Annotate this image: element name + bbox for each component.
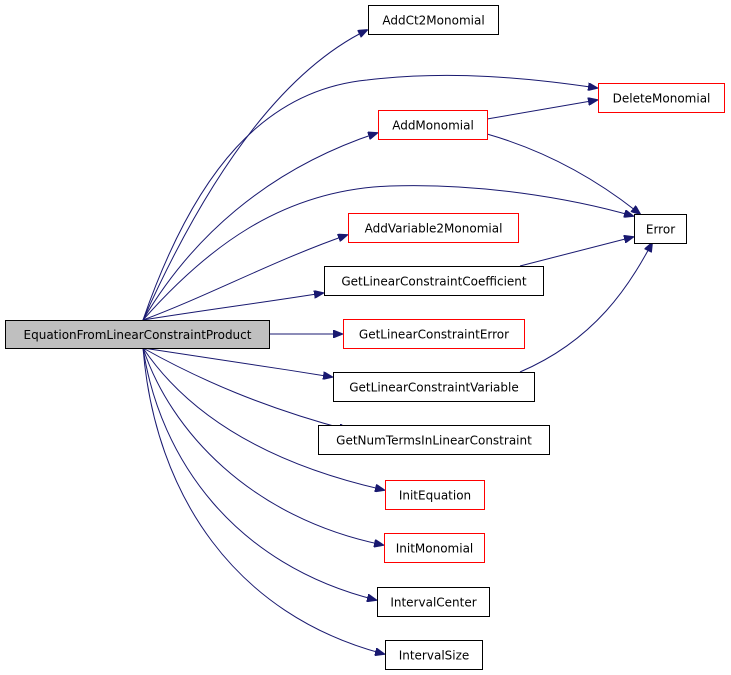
edge-root-initmon <box>142 347 383 545</box>
node-label: AddMonomial <box>392 119 474 133</box>
node-label: IntervalCenter <box>390 596 476 610</box>
node-getvar[interactable]: GetLinearConstraintVariable <box>333 372 535 402</box>
node-delmon[interactable]: DeleteMonomial <box>598 83 725 113</box>
edges-layer <box>142 30 652 654</box>
edge-root-addmon <box>142 133 377 321</box>
nodes-layer: EquationFromLinearConstraintProduct AddCt… <box>5 5 725 670</box>
node-label: GetNumTermsInLinearConstraint <box>336 434 532 448</box>
edge-root-addct2 <box>142 30 367 321</box>
node-box <box>343 319 525 349</box>
node-label: AddVariable2Monomial <box>365 222 503 236</box>
node-initeq[interactable]: InitEquation <box>385 480 485 510</box>
node-box <box>348 213 519 243</box>
node-label: InitEquation <box>399 489 471 503</box>
node-box <box>368 5 499 35</box>
node-label: GetLinearConstraintError <box>359 328 509 342</box>
node-error[interactable]: Error <box>634 214 687 244</box>
node-box <box>598 83 725 113</box>
node-box <box>634 214 687 244</box>
node-box <box>318 425 550 455</box>
node-getcoef[interactable]: GetLinearConstraintCoefficient <box>324 266 544 296</box>
edge-root-delmon <box>142 74 597 321</box>
edge-root-getnum <box>142 347 348 430</box>
node-box <box>5 320 270 349</box>
edge-root-getvar <box>142 347 332 377</box>
node-label: IntervalSize <box>399 649 470 663</box>
edge-getcoef-error <box>519 237 633 267</box>
node-box <box>324 266 544 296</box>
edge-root-isize <box>142 347 384 654</box>
node-geterr[interactable]: GetLinearConstraintError <box>343 319 525 349</box>
node-initmon[interactable]: InitMonomial <box>384 533 485 563</box>
node-addmon[interactable]: AddMonomial <box>378 110 488 140</box>
node-box <box>385 480 485 510</box>
edge-root-icenter <box>142 347 376 600</box>
edge-addmon-delmon <box>486 100 597 120</box>
node-box <box>378 110 488 140</box>
node-box <box>333 372 535 402</box>
node-label: EquationFromLinearConstraintProduct <box>24 328 252 342</box>
node-getnum[interactable]: GetNumTermsInLinearConstraint <box>318 425 550 455</box>
node-addvar[interactable]: AddVariable2Monomial <box>348 213 519 243</box>
node-label: Error <box>646 223 675 237</box>
node-isize[interactable]: IntervalSize <box>385 640 483 670</box>
node-root: EquationFromLinearConstraintProduct <box>5 320 270 349</box>
node-box <box>384 533 485 563</box>
edge-addmon-error <box>486 133 640 214</box>
edge-root-addvar <box>142 235 347 321</box>
edge-root-initeq <box>142 347 384 490</box>
node-label: DeleteMonomial <box>613 92 711 106</box>
edge-root-getcoef <box>142 293 323 321</box>
node-box <box>377 587 490 617</box>
node-label: GetLinearConstraintCoefficient <box>341 275 527 289</box>
node-box <box>385 640 483 670</box>
node-label: GetLinearConstraintVariable <box>349 381 518 395</box>
node-addct2[interactable]: AddCt2Monomial <box>368 5 499 35</box>
node-label: AddCt2Monomial <box>382 14 484 28</box>
node-label: InitMonomial <box>396 542 474 556</box>
edge-root-error <box>142 185 633 321</box>
node-icenter[interactable]: IntervalCenter <box>377 587 490 617</box>
edge-getvar-error <box>519 243 652 373</box>
